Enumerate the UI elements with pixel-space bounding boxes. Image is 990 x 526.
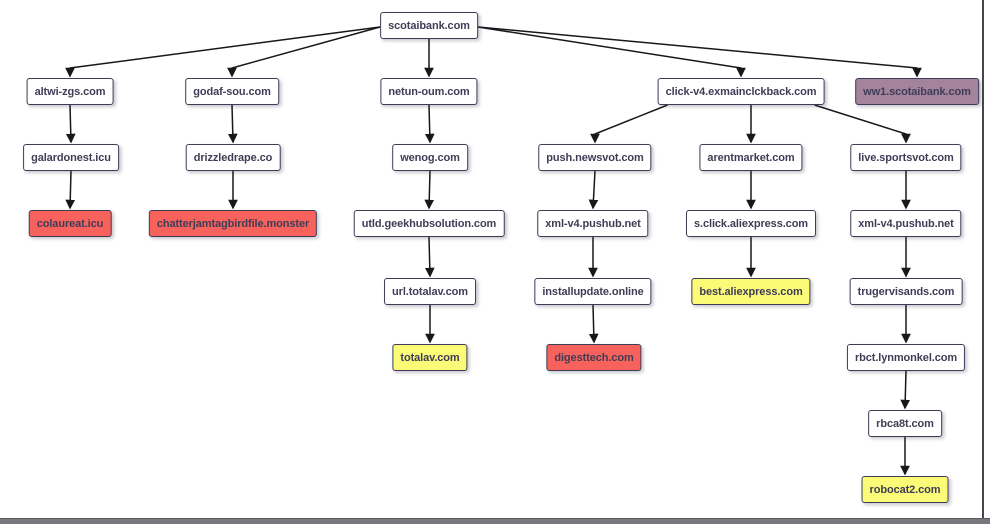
domain-node-live-sportsvot: live.sportsvot.com bbox=[850, 144, 962, 171]
domain-node-digesttech: digesttech.com bbox=[546, 344, 642, 371]
domain-node-godaf-sou: godaf-sou.com bbox=[185, 78, 279, 105]
edge-installupdate-to-digesttech bbox=[588, 304, 599, 344]
domain-node-arentmarket: arentmarket.com bbox=[699, 144, 803, 171]
domain-node-installupdate: installupdate.online bbox=[534, 278, 652, 305]
edge-click-v4-to-push-newsvot bbox=[590, 104, 668, 144]
domain-node-trugervisands: trugervisands.com bbox=[849, 278, 963, 305]
domain-node-xml-pushub-a: xml-v4.pushub.net bbox=[537, 210, 649, 237]
edge-scotaibank-to-ww1-scotaibank bbox=[477, 26, 922, 78]
domain-node-rbct-lynmonkel: rbct.lynmonkel.com bbox=[846, 344, 966, 371]
edge-scotaibank-to-click-v4 bbox=[477, 26, 746, 78]
bottom-border-bar bbox=[0, 518, 990, 524]
domain-node-push-newsvot: push.newsvot.com bbox=[538, 144, 652, 171]
edge-altwi-zgs-to-galardonest bbox=[65, 104, 76, 144]
domain-node-xml-pushub-b: xml-v4.pushub.net bbox=[850, 210, 962, 237]
domain-node-utld-geekhub: utld.geekhubsolution.com bbox=[353, 210, 505, 237]
edge-godaf-sou-to-drizzledrape bbox=[227, 104, 238, 144]
edge-galardonest-to-colaureat bbox=[65, 170, 76, 210]
domain-node-totalav: totalav.com bbox=[392, 344, 468, 371]
domain-node-click-v4: click-v4.exmainclckback.com bbox=[657, 78, 825, 105]
domain-node-galardonest: galardonest.icu bbox=[23, 144, 119, 171]
domain-node-drizzledrape: drizzledrape.co bbox=[185, 144, 281, 171]
domain-node-altwi-zgs: altwi-zgs.com bbox=[26, 78, 114, 105]
domain-node-s-click-aliexpress: s.click.aliexpress.com bbox=[686, 210, 816, 237]
edge-push-newsvot-to-xml-pushub-a bbox=[588, 170, 599, 210]
domain-node-scotaibank: scotaibank.com bbox=[380, 12, 478, 39]
edge-scotaibank-to-godaf-sou bbox=[227, 26, 381, 78]
edge-click-v4-to-live-sportsvot bbox=[814, 104, 911, 144]
domain-node-ww1-scotaibank: ww1.scotaibank.com bbox=[855, 78, 979, 105]
edge-wenog-to-utld-geekhub bbox=[424, 170, 435, 210]
domain-node-netun-oum: netun-oum.com bbox=[380, 78, 478, 105]
edge-rbct-lynmonkel-to-rbca8t bbox=[900, 370, 911, 410]
domain-node-wenog: wenog.com bbox=[392, 144, 468, 171]
domain-node-rbca8t: rbca8t.com bbox=[868, 410, 942, 437]
domain-node-url-totalav: url.totalav.com bbox=[384, 278, 476, 305]
edge-scotaibank-to-altwi-zgs bbox=[65, 26, 381, 78]
domain-node-robocat2: robocat2.com bbox=[861, 476, 949, 503]
right-border-line bbox=[982, 0, 984, 519]
domain-node-colaureat: colaureat.icu bbox=[28, 210, 112, 237]
edge-utld-geekhub-to-url-totalav bbox=[424, 236, 435, 278]
domain-node-chatterjam: chatterjamtagbirdfile.monster bbox=[148, 210, 318, 237]
edge-netun-oum-to-wenog bbox=[424, 104, 435, 144]
domain-node-best-aliexpress: best.aliexpress.com bbox=[691, 278, 811, 305]
